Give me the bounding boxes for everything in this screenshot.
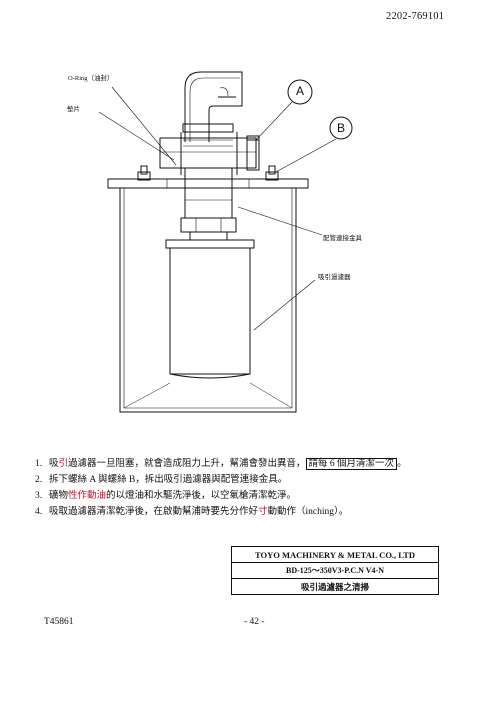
marker-b-circle xyxy=(329,116,353,140)
step-text: 動動作（inching）。 xyxy=(267,507,349,517)
page-number: - 42 - xyxy=(244,617,265,627)
step-text: 吸 xyxy=(49,459,59,469)
document-code: T45861 xyxy=(44,617,74,627)
procedure-title: 吸引過濾器之清掃 xyxy=(231,578,439,595)
instruction-step-4: 4. 吸取過濾器清潔乾淨後，在啟動幫浦時要先分作好寸動動作（inching）。 xyxy=(35,504,475,520)
callout-pipe-fitting: 配管連接金具 xyxy=(323,235,362,242)
step-text: 吸取過濾器清潔乾淨後，在啟動幫浦時要先分作好 xyxy=(49,507,259,517)
step-text-highlight: 性作動油 xyxy=(68,491,107,501)
instruction-step-3: 3. 礦物性作動油的以燈油和水驅洗淨後，以空氣槍清潔乾淨。 xyxy=(35,488,475,504)
instruction-step-1: 1. 吸引過濾器一旦阻塞，就會造成阻力上升，幫浦會發出異音，請每 6 個月清潔一次… xyxy=(35,456,475,472)
bolt-a xyxy=(246,135,260,171)
filter-cylinder xyxy=(165,239,255,379)
step-text: 的以燈油和水驅洗淨後，以空氣槍清潔乾淨。 xyxy=(106,491,297,501)
elbow-pipe xyxy=(184,71,243,142)
step-text-highlight: 寸 xyxy=(258,507,268,517)
step-number: 2. xyxy=(35,475,43,485)
pipe-body xyxy=(180,168,237,241)
bolt-left xyxy=(137,165,151,181)
bolt-b xyxy=(265,165,279,181)
marker-a-circle xyxy=(287,79,313,105)
title-block: TOYO MACHINERY & METAL CO., LTD BD-125～3… xyxy=(231,546,439,595)
tank-plate xyxy=(107,178,309,189)
callout-gasket: 墊片 xyxy=(67,106,80,113)
pipe-flange xyxy=(159,123,257,175)
step-text: 。 xyxy=(397,459,407,469)
company-name: TOYO MACHINERY & METAL CO., LTD xyxy=(231,546,439,563)
document-number: 2202-769101 xyxy=(386,11,445,22)
suction-filter-drawing xyxy=(98,71,353,413)
instruction-list: 1. 吸引過濾器一旦阻塞，就會造成阻力上升，幫浦會發出異音，請每 6 個月清潔一次… xyxy=(35,456,475,520)
step-text: 拆下螺絲 A 與螺絲 B，拆出吸引過濾器與配管連接金具。 xyxy=(49,475,288,485)
step-number: 3. xyxy=(35,491,43,501)
marker-a-label: A xyxy=(296,84,305,98)
callout-oring: O-Ring（油封） xyxy=(68,75,114,82)
model-range: BD-125～350V3-P.C.N V4-N xyxy=(231,562,439,579)
step-text: 礦物 xyxy=(49,491,69,501)
step-text-boxed: 請每 6 個月清潔一次 xyxy=(305,458,398,470)
instruction-step-2: 2. 拆下螺絲 A 與螺絲 B，拆出吸引過濾器與配管連接金具。 xyxy=(35,472,475,488)
tank-walls xyxy=(119,188,297,413)
step-text: 過濾器一旦阻塞，就會造成阻力上升，幫浦會發出異音， xyxy=(68,459,306,469)
marker-b-label: B xyxy=(337,121,346,135)
step-number: 1. xyxy=(35,459,43,469)
step-number: 4. xyxy=(35,507,43,517)
step-text-highlight: 引 xyxy=(58,459,69,469)
leader-lines xyxy=(98,86,337,331)
callout-suction-filter: 吸引過濾器 xyxy=(318,274,351,281)
